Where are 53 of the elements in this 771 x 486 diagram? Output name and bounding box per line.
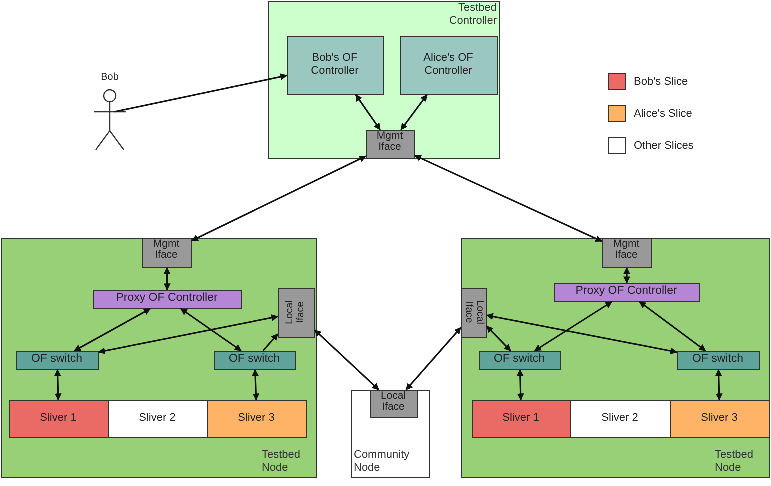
process-box: Proxy OF Controller xyxy=(554,282,700,302)
arrow xyxy=(164,267,171,291)
process-box: OF switch xyxy=(478,350,560,370)
process-box: OF switch xyxy=(214,350,296,370)
interface-box: Local Iface xyxy=(278,288,314,338)
process-box: Proxy OF Controller xyxy=(92,290,242,308)
sliver-box: Sliver 1 xyxy=(472,400,570,438)
sliver-box: Sliver 2 xyxy=(570,400,670,438)
arrow xyxy=(262,334,279,352)
arrow xyxy=(54,369,62,401)
process-box: OF switch xyxy=(16,350,98,370)
arrow xyxy=(191,156,367,242)
arrow xyxy=(74,308,151,352)
node-panel xyxy=(268,1,500,159)
arrow xyxy=(114,74,288,113)
arrow xyxy=(534,301,613,352)
arrow xyxy=(486,313,678,355)
arrow xyxy=(406,327,462,391)
node-caption: Testbed Node xyxy=(715,448,755,475)
node-panel xyxy=(351,390,430,478)
node-caption: Testbed Node xyxy=(262,448,302,475)
sliver-box: Sliver 3 xyxy=(670,400,770,438)
interface-box: Local Iface xyxy=(460,288,486,338)
node-caption: Testbed Controller xyxy=(448,2,497,28)
interface-box: Mgmt Iface xyxy=(602,238,652,268)
interface-box: Mgmt Iface xyxy=(142,238,192,268)
interface-box: Mgmt Iface xyxy=(366,130,414,158)
node-caption: Community Node xyxy=(354,448,411,475)
arrow xyxy=(180,308,242,352)
process-box: Bob's OF Controller xyxy=(286,36,384,94)
arrow xyxy=(486,326,512,352)
sliver-box: Sliver 3 xyxy=(206,400,306,438)
process-box: OF switch xyxy=(676,350,760,370)
node-panel xyxy=(1,238,317,478)
sliver-box: Sliver 1 xyxy=(8,400,108,438)
arrow xyxy=(624,267,630,284)
arrow xyxy=(639,301,706,352)
arrow xyxy=(355,94,382,131)
person-label: Bob xyxy=(100,72,120,83)
arrow xyxy=(414,154,603,242)
legend-label: Other Slices xyxy=(634,140,694,152)
process-box: Alice's OF Controller xyxy=(400,36,498,94)
node-panel xyxy=(461,238,770,478)
arrow xyxy=(715,369,723,401)
arrow xyxy=(98,314,279,354)
sliver-box: Sliver 2 xyxy=(108,400,208,438)
legend-label: Alice's Slice xyxy=(634,108,692,120)
interface-box: Local Iface xyxy=(370,390,418,418)
legend-label: Bob's Slice xyxy=(634,76,688,88)
arrow xyxy=(516,369,524,401)
arrow xyxy=(400,94,428,131)
arrow xyxy=(252,369,260,401)
arrow xyxy=(314,330,380,391)
